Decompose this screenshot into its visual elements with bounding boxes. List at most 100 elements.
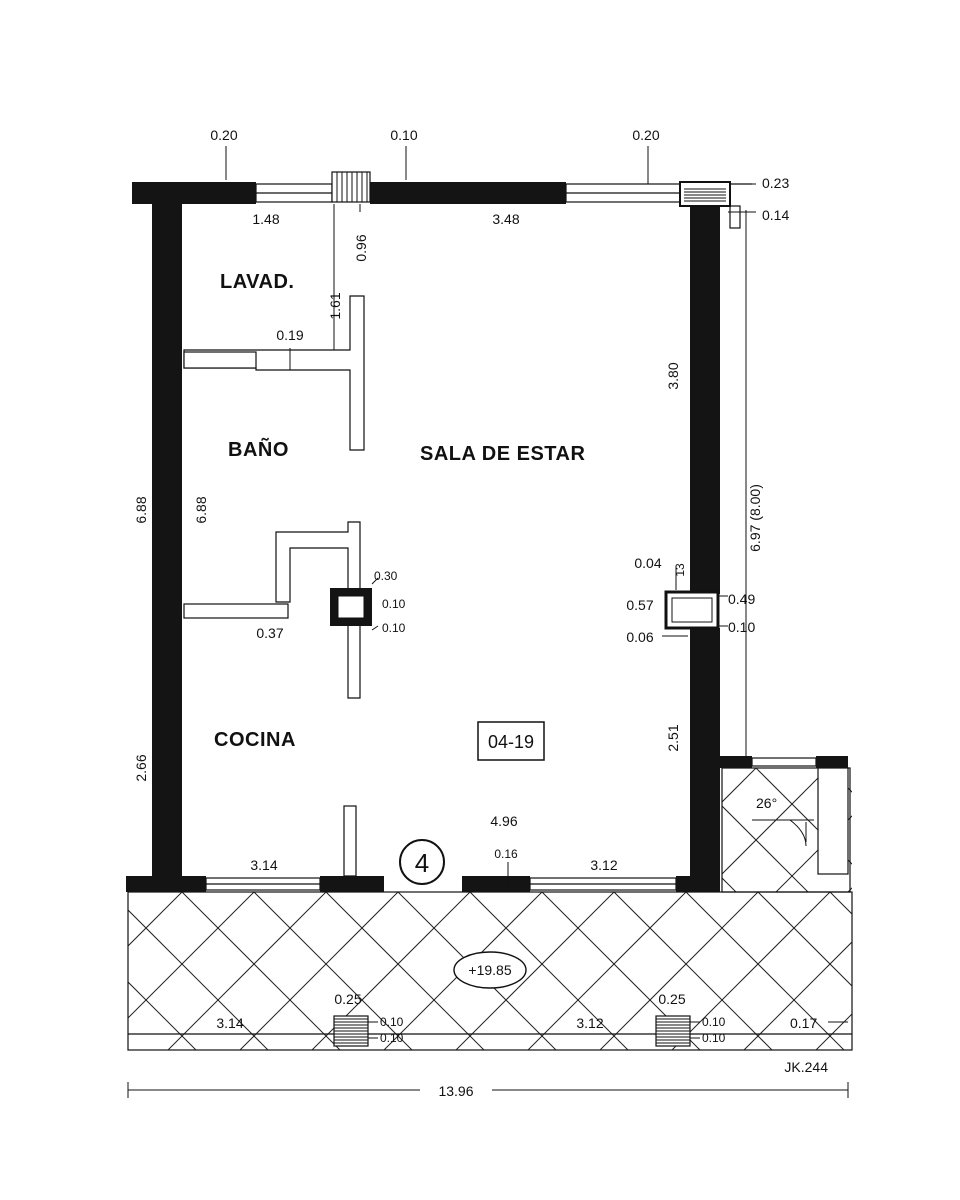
unit-code: 04-19 <box>488 732 534 752</box>
hatch-line <box>0 892 124 1050</box>
hatch-line <box>128 981 197 1050</box>
hatch-line <box>671 892 831 1050</box>
hatch-line <box>128 892 183 947</box>
hatch-line <box>685 892 845 1050</box>
svg-text:6.88: 6.88 <box>193 496 209 523</box>
svg-text:0.25: 0.25 <box>334 991 361 1007</box>
svg-text:0.04: 0.04 <box>634 555 661 571</box>
svg-text:1.48: 1.48 <box>252 211 279 227</box>
hatch-line <box>743 941 852 1050</box>
hatch-line <box>902 892 960 1050</box>
svg-text:13.96: 13.96 <box>438 1083 473 1099</box>
vent-grill-top <box>331 171 371 203</box>
hatch-line <box>722 805 809 892</box>
hatch-line <box>722 768 829 875</box>
hatch-line <box>560 768 684 892</box>
svg-text:4.96: 4.96 <box>490 813 517 829</box>
svg-text:0.14: 0.14 <box>762 207 789 223</box>
hatch-line <box>468 768 592 892</box>
svg-text:0.20: 0.20 <box>210 127 237 143</box>
vent-grill-right <box>679 181 731 207</box>
svg-text:0.19: 0.19 <box>276 327 303 343</box>
hatch-line <box>888 892 960 1050</box>
hatch-line <box>128 909 269 1050</box>
svg-text:6.97 (8.00): 6.97 (8.00) <box>747 484 763 552</box>
hatch-line <box>325 892 485 1050</box>
svg-text:0.10: 0.10 <box>390 127 417 143</box>
hatch-line <box>455 892 615 1050</box>
svg-text:3.12: 3.12 <box>576 1015 603 1031</box>
svg-text:0.10: 0.10 <box>382 621 406 635</box>
svg-text:0.49: 0.49 <box>728 591 755 607</box>
svg-text:2.51: 2.51 <box>665 724 681 751</box>
hatch-line <box>847 887 852 892</box>
level-label: +19.85 <box>468 962 511 978</box>
svg-text:2.66: 2.66 <box>133 754 149 781</box>
svg-text:3.48: 3.48 <box>492 211 519 227</box>
svg-text:0.96: 0.96 <box>353 234 369 261</box>
svg-text:6.88: 6.88 <box>133 496 149 523</box>
svg-text:0.10: 0.10 <box>702 1015 726 1029</box>
terrace-grill-right <box>655 1015 691 1047</box>
unit-code-box <box>477 721 545 761</box>
svg-text:0.10: 0.10 <box>382 597 406 611</box>
svg-text:26°: 26° <box>756 795 777 811</box>
svg-text:13: 13 <box>673 563 687 577</box>
hatch-line <box>827 768 852 793</box>
hatch-line <box>815 1013 852 1050</box>
hatch-line <box>0 892 38 1050</box>
svg-text:0.10: 0.10 <box>380 1015 404 1029</box>
balcony-outline <box>721 767 851 893</box>
dimension-lines <box>127 146 849 1098</box>
svg-text:0.10: 0.10 <box>702 1031 726 1045</box>
hatch-line <box>527 892 687 1050</box>
hatch-line <box>722 768 757 803</box>
svg-text:0.25: 0.25 <box>658 991 685 1007</box>
svg-text:0.17: 0.17 <box>790 1015 817 1031</box>
hatch-line <box>900 768 960 892</box>
balcony-planter <box>817 767 849 875</box>
unit-number-circle <box>399 839 445 885</box>
svg-text:0.16: 0.16 <box>494 847 518 861</box>
svg-text:0.37: 0.37 <box>256 625 283 641</box>
drawing-ref: JK.244 <box>784 1059 828 1075</box>
terrace-hatch <box>0 892 960 1050</box>
room-cocina: COCINA <box>214 729 296 751</box>
terrace-grill-left <box>333 1015 369 1047</box>
hatch-line <box>239 892 399 1050</box>
svg-text:3.14: 3.14 <box>250 857 277 873</box>
level-ellipse <box>453 951 527 989</box>
hatch-line <box>757 892 852 987</box>
hatch-line <box>128 892 255 1019</box>
svg-text:1.61: 1.61 <box>327 292 343 319</box>
svg-text:0.20: 0.20 <box>632 127 659 143</box>
hatch-line <box>167 892 327 1050</box>
hatch-line <box>599 892 759 1050</box>
svg-text:0.57: 0.57 <box>626 597 653 613</box>
hatch-line <box>540 768 664 892</box>
svg-text:3.14: 3.14 <box>216 1015 243 1031</box>
svg-text:0.30: 0.30 <box>374 569 398 583</box>
hatch-line <box>181 892 341 1050</box>
hatch-line <box>613 892 773 1050</box>
hatch-line <box>829 892 852 915</box>
hatch-line <box>488 768 612 892</box>
hatch-line <box>920 768 960 892</box>
partitions <box>183 295 720 877</box>
hatch-line <box>469 892 629 1050</box>
room-lavad: LAVAD. <box>220 271 294 293</box>
hatch-line <box>253 892 413 1050</box>
svg-text:0.10: 0.10 <box>380 1031 404 1045</box>
hatch-line <box>0 892 52 1050</box>
svg-text:0.06: 0.06 <box>626 629 653 645</box>
svg-text:3.12: 3.12 <box>590 857 617 873</box>
room-sala: SALA DE ESTAR <box>420 443 585 465</box>
svg-text:3.80: 3.80 <box>665 362 681 389</box>
unit-number: 4 <box>415 848 429 878</box>
svg-text:0.23: 0.23 <box>762 175 789 191</box>
svg-text:0.10: 0.10 <box>728 619 755 635</box>
hatch-line <box>0 892 110 1050</box>
dimension-labels: 0.20 0.10 0.20 0.23 0.14 1.48 3.48 0.96 … <box>133 127 817 1099</box>
room-bano: BAÑO <box>228 438 289 461</box>
